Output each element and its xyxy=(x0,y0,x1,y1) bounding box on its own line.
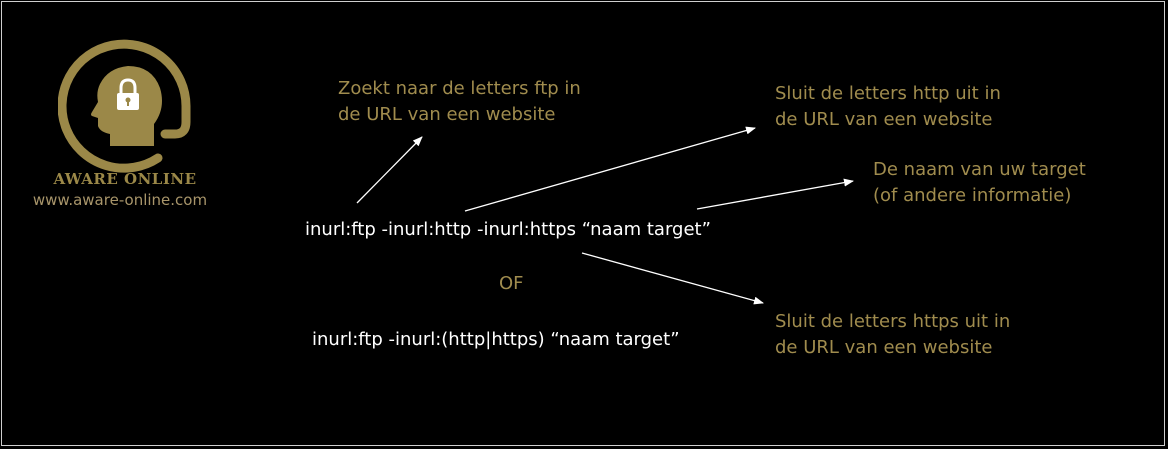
annotation-ftp-line1: Zoekt naar de letters ftp in xyxy=(338,78,581,99)
aware-online-logo-icon xyxy=(58,39,191,173)
annotation-target: De naam van uw target (of andere informa… xyxy=(873,157,1086,209)
annotation-ftp: Zoekt naar de letters ftp in de URL van … xyxy=(338,76,581,128)
annotation-http: Sluit de letters http uit in de URL van … xyxy=(775,81,1001,133)
query-first: inurl:ftp -inurl:http -inurl:https “naam… xyxy=(305,219,711,240)
annotation-https-line2: de URL van een website xyxy=(775,337,993,358)
arrow-to-https-icon xyxy=(581,252,764,305)
annotation-https: Sluit de letters https uit in de URL van… xyxy=(775,309,1010,361)
brand-name: AWARE ONLINE xyxy=(53,170,197,188)
annotation-https-line1: Sluit de letters https uit in xyxy=(775,311,1011,332)
annotation-target-line1: De naam van uw target xyxy=(873,159,1086,180)
annotation-http-line2: de URL van een website xyxy=(775,109,993,130)
annotation-target-line2: (of andere informatie) xyxy=(873,185,1072,206)
query-second: inurl:ftp -inurl:(http|https) “naam targ… xyxy=(312,329,680,350)
or-label: OF xyxy=(499,273,524,294)
annotation-ftp-line2: de URL van een website xyxy=(338,104,556,125)
arrow-to-target-icon xyxy=(696,178,854,210)
arrow-to-http-icon xyxy=(464,126,756,212)
annotation-http-line1: Sluit de letters http uit in xyxy=(775,83,1001,104)
brand-url: www.aware-online.com xyxy=(32,191,208,209)
arrow-to-ftp-icon xyxy=(356,136,423,204)
